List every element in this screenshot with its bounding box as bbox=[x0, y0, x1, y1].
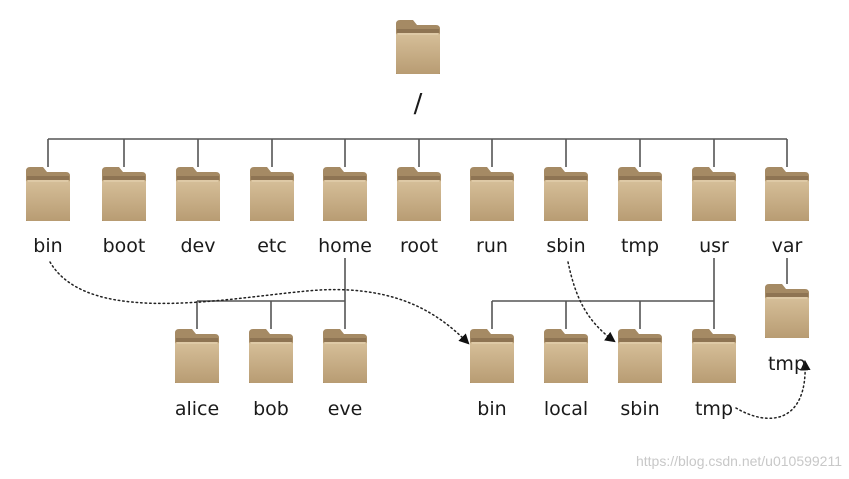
folder-eve: eve bbox=[323, 329, 367, 420]
folder-icon bbox=[397, 167, 441, 221]
folder-icon bbox=[544, 329, 588, 383]
folder-label-bin: bin bbox=[33, 235, 62, 257]
folder-icon bbox=[323, 167, 367, 221]
folder-bin: bin bbox=[26, 167, 70, 257]
folder-icon bbox=[323, 329, 367, 383]
folder-root-dir: / bbox=[396, 20, 440, 119]
folder-icon bbox=[250, 167, 294, 221]
symlink-usr-tmp-to-var-tmp bbox=[735, 359, 811, 420]
folder-usr-local: local bbox=[544, 329, 588, 420]
folder-label-usr: usr bbox=[699, 235, 729, 257]
folder-run: run bbox=[470, 167, 514, 257]
folder-icon bbox=[26, 167, 70, 221]
folder-icon bbox=[765, 167, 809, 221]
folder-icon bbox=[544, 167, 588, 221]
folder-alice: alice bbox=[175, 329, 219, 420]
folder-nodes: / bin boot dev etc home root run sbin tmp usr var al… bbox=[26, 20, 809, 420]
folder-label-tmp: tmp bbox=[621, 235, 659, 257]
folder-label-eve: eve bbox=[328, 398, 363, 420]
folder-label-alice: alice bbox=[175, 398, 219, 420]
folder-label-boot: boot bbox=[103, 235, 146, 257]
folder-usr-sbin: sbin bbox=[618, 329, 662, 420]
folder-label-run: run bbox=[476, 235, 508, 257]
folder-icon bbox=[175, 329, 219, 383]
symlink-arrows bbox=[49, 261, 811, 420]
folder-icon bbox=[470, 329, 514, 383]
folder-icon bbox=[692, 167, 736, 221]
folder-label-root: root bbox=[400, 235, 438, 257]
folder-dev: dev bbox=[176, 167, 220, 257]
folder-usr-tmp: tmp bbox=[692, 329, 736, 420]
symlink-bin-to-usr-bin bbox=[49, 261, 470, 345]
folder-icon bbox=[102, 167, 146, 221]
folder-var: var bbox=[765, 167, 809, 257]
folder-label-dev: dev bbox=[181, 235, 216, 257]
folder-label-root-dir: / bbox=[414, 89, 423, 119]
folder-icon bbox=[249, 329, 293, 383]
folder-label-var-tmp: tmp bbox=[768, 353, 806, 375]
folder-icon bbox=[618, 167, 662, 221]
tree-connectors bbox=[47, 138, 788, 329]
folder-home: home bbox=[318, 167, 372, 257]
folder-label-bob: bob bbox=[253, 398, 289, 420]
folder-icon bbox=[692, 329, 736, 383]
folder-usr: usr bbox=[692, 167, 736, 257]
folder-tmp: tmp bbox=[618, 167, 662, 257]
folder-bob: bob bbox=[249, 329, 293, 420]
folder-sbin: sbin bbox=[544, 167, 588, 257]
folder-root: root bbox=[397, 167, 441, 257]
folder-label-usr-local: local bbox=[544, 398, 588, 420]
folder-label-etc: etc bbox=[257, 235, 287, 257]
folder-boot: boot bbox=[102, 167, 146, 257]
folder-icon bbox=[396, 20, 440, 74]
folder-label-usr-tmp: tmp bbox=[695, 398, 733, 420]
folder-label-home: home bbox=[318, 235, 372, 257]
folder-var-tmp: tmp bbox=[765, 284, 809, 375]
folder-label-usr-bin: bin bbox=[477, 398, 506, 420]
folder-icon bbox=[618, 329, 662, 383]
folder-usr-bin: bin bbox=[470, 329, 514, 420]
folder-label-sbin: sbin bbox=[546, 235, 585, 257]
folder-icon bbox=[176, 167, 220, 221]
folder-etc: etc bbox=[250, 167, 294, 257]
folder-icon bbox=[470, 167, 514, 221]
symlink-sbin-to-usr-sbin bbox=[567, 261, 616, 343]
folder-label-var: var bbox=[772, 235, 803, 257]
folder-label-usr-sbin: sbin bbox=[620, 398, 659, 420]
folder-icon bbox=[765, 284, 809, 338]
watermark: https://blog.csdn.net/u010599211 bbox=[636, 453, 842, 469]
